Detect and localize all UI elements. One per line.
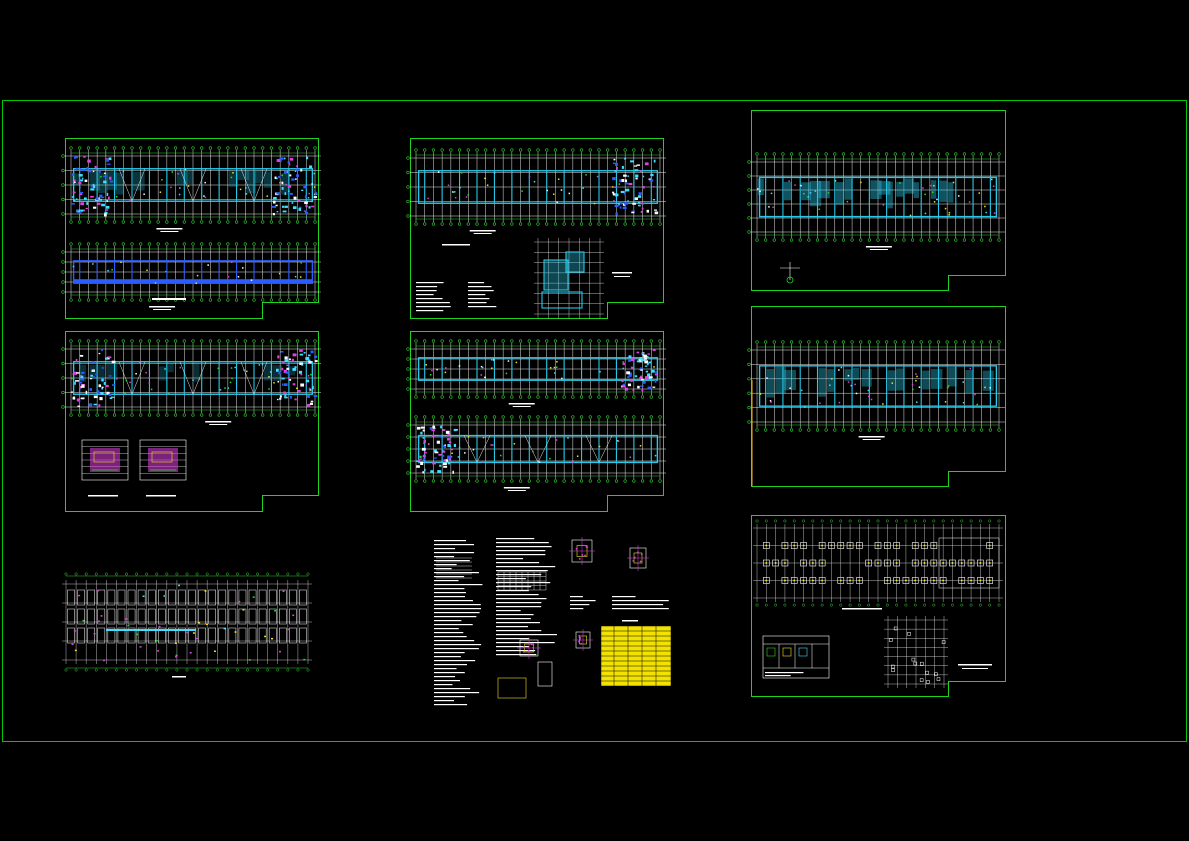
section-detail (627, 545, 649, 571)
notes-text-block (468, 282, 497, 308)
sheet-center-mid[interactable] (410, 331, 664, 512)
section-detail (517, 637, 541, 659)
notes-text-block (612, 596, 669, 610)
partial-plan-inset (534, 238, 632, 318)
notes-text-block (496, 538, 557, 656)
rebar-schedule-table (600, 625, 672, 687)
notes-text-block (416, 282, 451, 312)
notes-text-block (570, 596, 596, 610)
sheet-left-top[interactable] (65, 138, 319, 319)
floor-plan (747, 152, 1005, 250)
partial-foundation-detail (884, 616, 992, 688)
section-detail (569, 537, 595, 565)
sheet-right-mid[interactable] (751, 306, 1006, 487)
pile-detail-symbol (780, 262, 800, 284)
sheet-left-mid[interactable] (65, 331, 319, 512)
notes-text-block (765, 672, 804, 677)
floor-plan (406, 148, 666, 234)
column-layout-plan (62, 572, 312, 678)
stair-detail-a (81, 439, 129, 497)
floor-plan (61, 339, 321, 425)
sheet-right-top[interactable] (751, 110, 1006, 291)
sheet-right-bottom[interactable] (751, 515, 1006, 697)
notes-small-table (436, 557, 547, 591)
stair-detail-b (139, 439, 187, 497)
pile-legend-table (762, 635, 830, 679)
outer-drawing-frame (2, 100, 1187, 742)
floor-plan (406, 339, 666, 407)
foundation-plan (753, 519, 1003, 610)
floor-plan (747, 340, 1005, 440)
notes-text-block (434, 540, 483, 706)
floor-plan (61, 146, 321, 232)
drawing-content (61, 146, 1005, 706)
sheet-center-top[interactable] (410, 138, 664, 319)
section-detail (573, 629, 593, 651)
floor-plan (406, 415, 666, 491)
floor-plan (61, 242, 321, 310)
